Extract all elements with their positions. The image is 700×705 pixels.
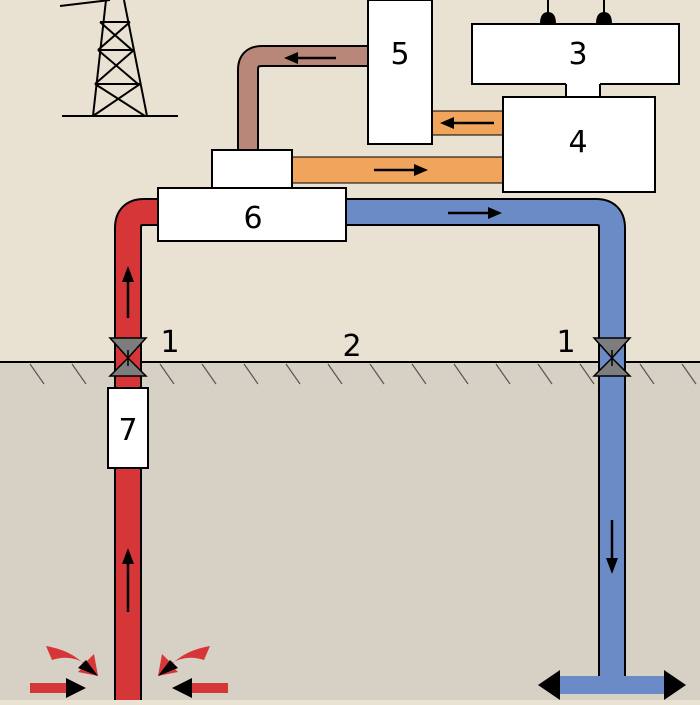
label-turbine: 5 xyxy=(390,37,409,72)
label-valve-right: 1 xyxy=(556,325,575,360)
generator-box xyxy=(502,96,656,193)
valve-icon xyxy=(592,337,632,377)
label-heat-exchanger: 6 xyxy=(243,201,262,236)
insulator-icon xyxy=(540,0,612,24)
heat-exchanger-box xyxy=(157,187,347,242)
pump-box xyxy=(107,387,149,469)
label-valve-left: 1 xyxy=(160,325,179,360)
label-ground: 2 xyxy=(342,329,361,364)
injection-outflow xyxy=(538,670,686,700)
label-generator: 4 xyxy=(568,125,587,160)
label-transformer: 3 xyxy=(568,37,587,72)
label-pump: 7 xyxy=(118,413,137,448)
condenser-box xyxy=(211,149,293,189)
transformer-neck xyxy=(566,82,600,100)
steam-pipe xyxy=(237,45,368,152)
flow-arrow-icon xyxy=(122,52,618,612)
ground-hatching xyxy=(29,363,697,385)
underground-area xyxy=(0,362,700,700)
valve-icon xyxy=(108,337,148,377)
turbine-box xyxy=(367,0,433,145)
power-tower-icon xyxy=(59,0,178,117)
inflow-arrows xyxy=(30,646,228,698)
